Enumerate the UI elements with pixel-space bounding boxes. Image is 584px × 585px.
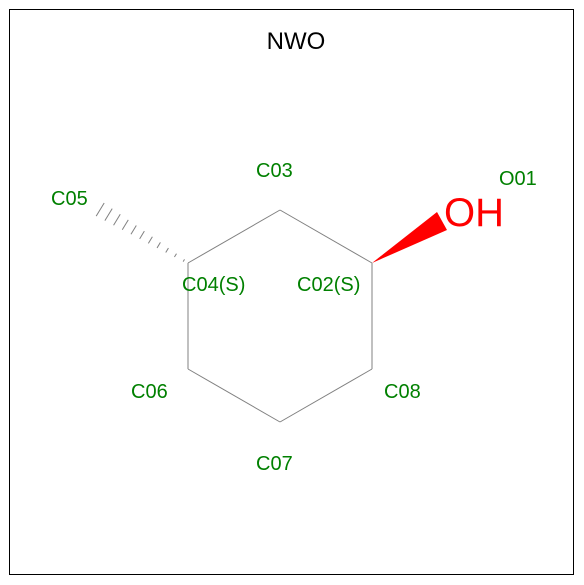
atom-label-c05: C05 xyxy=(51,188,88,210)
hash-line xyxy=(182,259,185,262)
atom-label-c02: C02(S) xyxy=(297,274,360,296)
atom-label-o01: O01 xyxy=(499,168,537,190)
hash-line xyxy=(121,219,129,231)
bond-c04-c03 xyxy=(187,209,281,264)
atom-label-c07: C07 xyxy=(256,453,293,475)
hash-line xyxy=(95,202,105,217)
hash-line xyxy=(130,225,137,235)
hash-line xyxy=(113,213,121,226)
diagram-frame xyxy=(9,9,574,575)
atom-label-c06: C06 xyxy=(131,381,168,403)
atom-label-c04: C04(S) xyxy=(182,274,245,296)
atom-label-c08: C08 xyxy=(384,381,421,403)
hash-line xyxy=(165,247,169,253)
hash-line xyxy=(147,236,153,244)
hash-line xyxy=(174,253,177,258)
atom-label-c03: C03 xyxy=(256,160,293,182)
hash-line xyxy=(104,208,113,221)
wedge-bond-c02-o01 xyxy=(372,212,447,263)
bond-c07-c06 xyxy=(187,368,281,423)
molecule-title: NWO xyxy=(267,28,326,55)
hydroxyl-label: OH xyxy=(444,191,504,235)
bond-c03-c02 xyxy=(279,209,373,264)
hash-line xyxy=(156,242,161,249)
hashed-bond-c04-c05 xyxy=(95,202,185,262)
ring-bonds xyxy=(187,209,373,423)
bond-c08-c07 xyxy=(279,368,373,423)
hash-line xyxy=(139,230,145,240)
